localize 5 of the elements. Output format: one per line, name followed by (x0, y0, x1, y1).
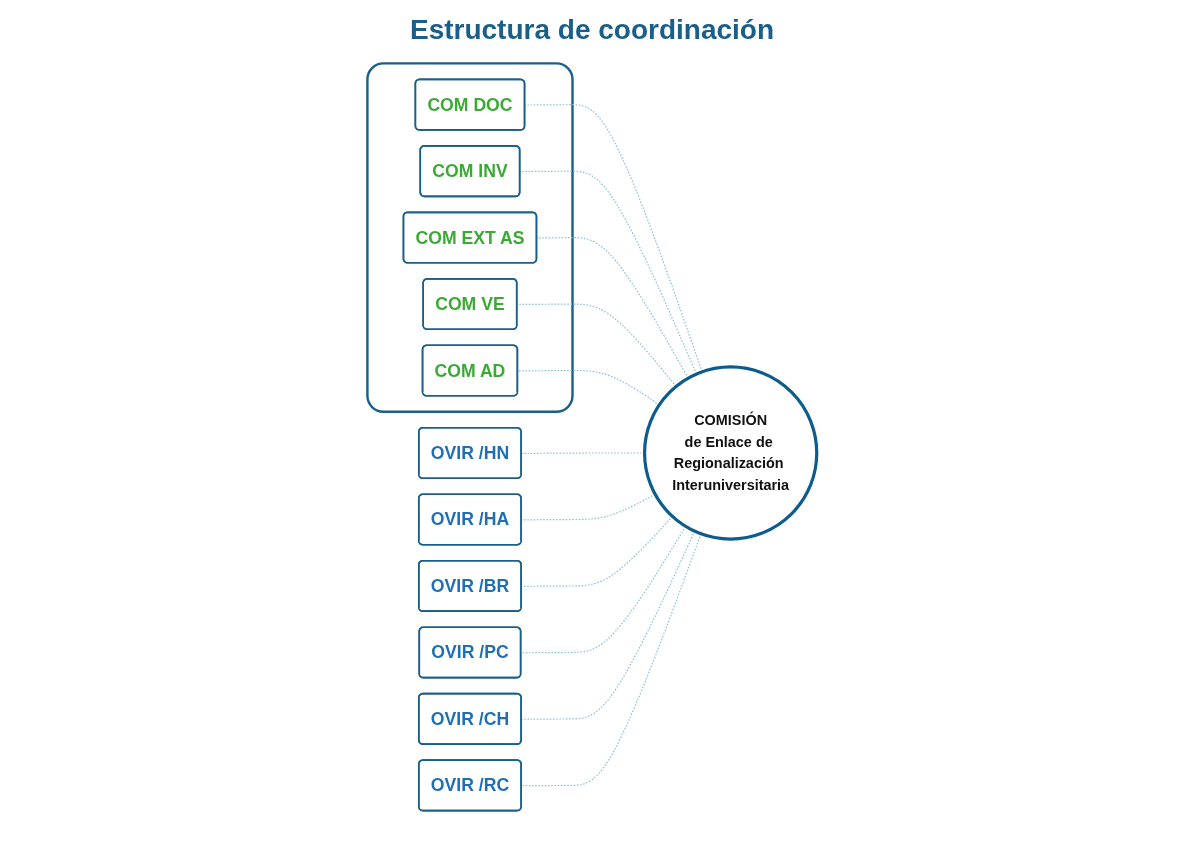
diagram-title: Estructura de coordinación (408, 14, 776, 46)
node-circle: COMISIÓN de Enlace de Regionalización Interuniversitaria (642, 365, 819, 541)
connector (519, 170, 697, 375)
cluster (366, 62, 574, 413)
connector (536, 237, 689, 379)
